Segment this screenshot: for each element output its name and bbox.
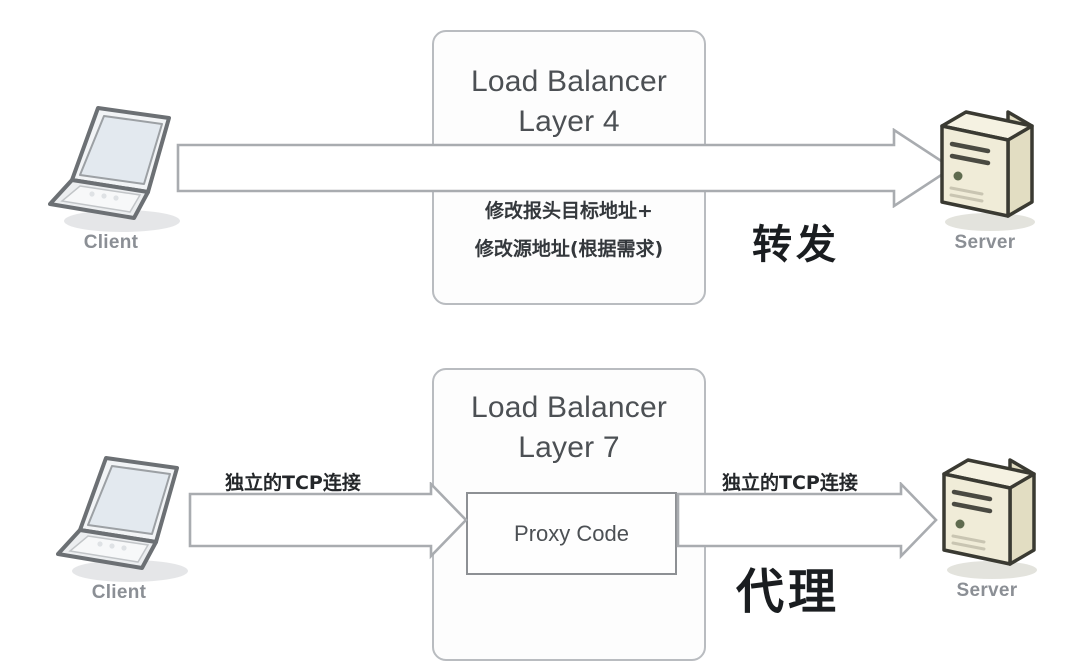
client-label-top: Client bbox=[83, 232, 139, 253]
load-balancer-l4-note: 修改报头目标地址+ 修改源地址(根据需求) bbox=[474, 200, 664, 260]
proxy-code-box: Proxy Code bbox=[466, 492, 677, 575]
tcp-arrow-left bbox=[188, 482, 468, 560]
client-laptop-icon-bottom bbox=[56, 456, 188, 582]
tcp-arrow-right-label: 独立的TCP连接 bbox=[722, 472, 858, 494]
server-tower-icon-top bbox=[940, 110, 1035, 231]
load-balancer-l4-title: Load Balancer Layer 4 bbox=[470, 65, 668, 138]
client-label-bottom: Client bbox=[91, 582, 147, 603]
server-label-top: Server bbox=[954, 232, 1016, 253]
tcp-arrow-left-label: 独立的TCP连接 bbox=[225, 472, 361, 494]
tcp-arrow-right bbox=[676, 482, 938, 560]
load-balancer-l7-box: Load Balancer Layer 7 Proxy Code bbox=[432, 368, 706, 661]
proxy-annotation: 代理 bbox=[736, 564, 841, 620]
proxy-code-label: Proxy Code bbox=[514, 520, 629, 546]
forwarding-annotation: 转发 bbox=[752, 222, 840, 268]
client-laptop-icon-top bbox=[48, 106, 180, 232]
load-balancer-l7-title: Load Balancer Layer 7 bbox=[470, 391, 668, 464]
server-label-bottom: Server bbox=[956, 580, 1018, 601]
forward-flow-arrow bbox=[176, 128, 955, 208]
server-tower-icon-bottom bbox=[942, 458, 1037, 579]
